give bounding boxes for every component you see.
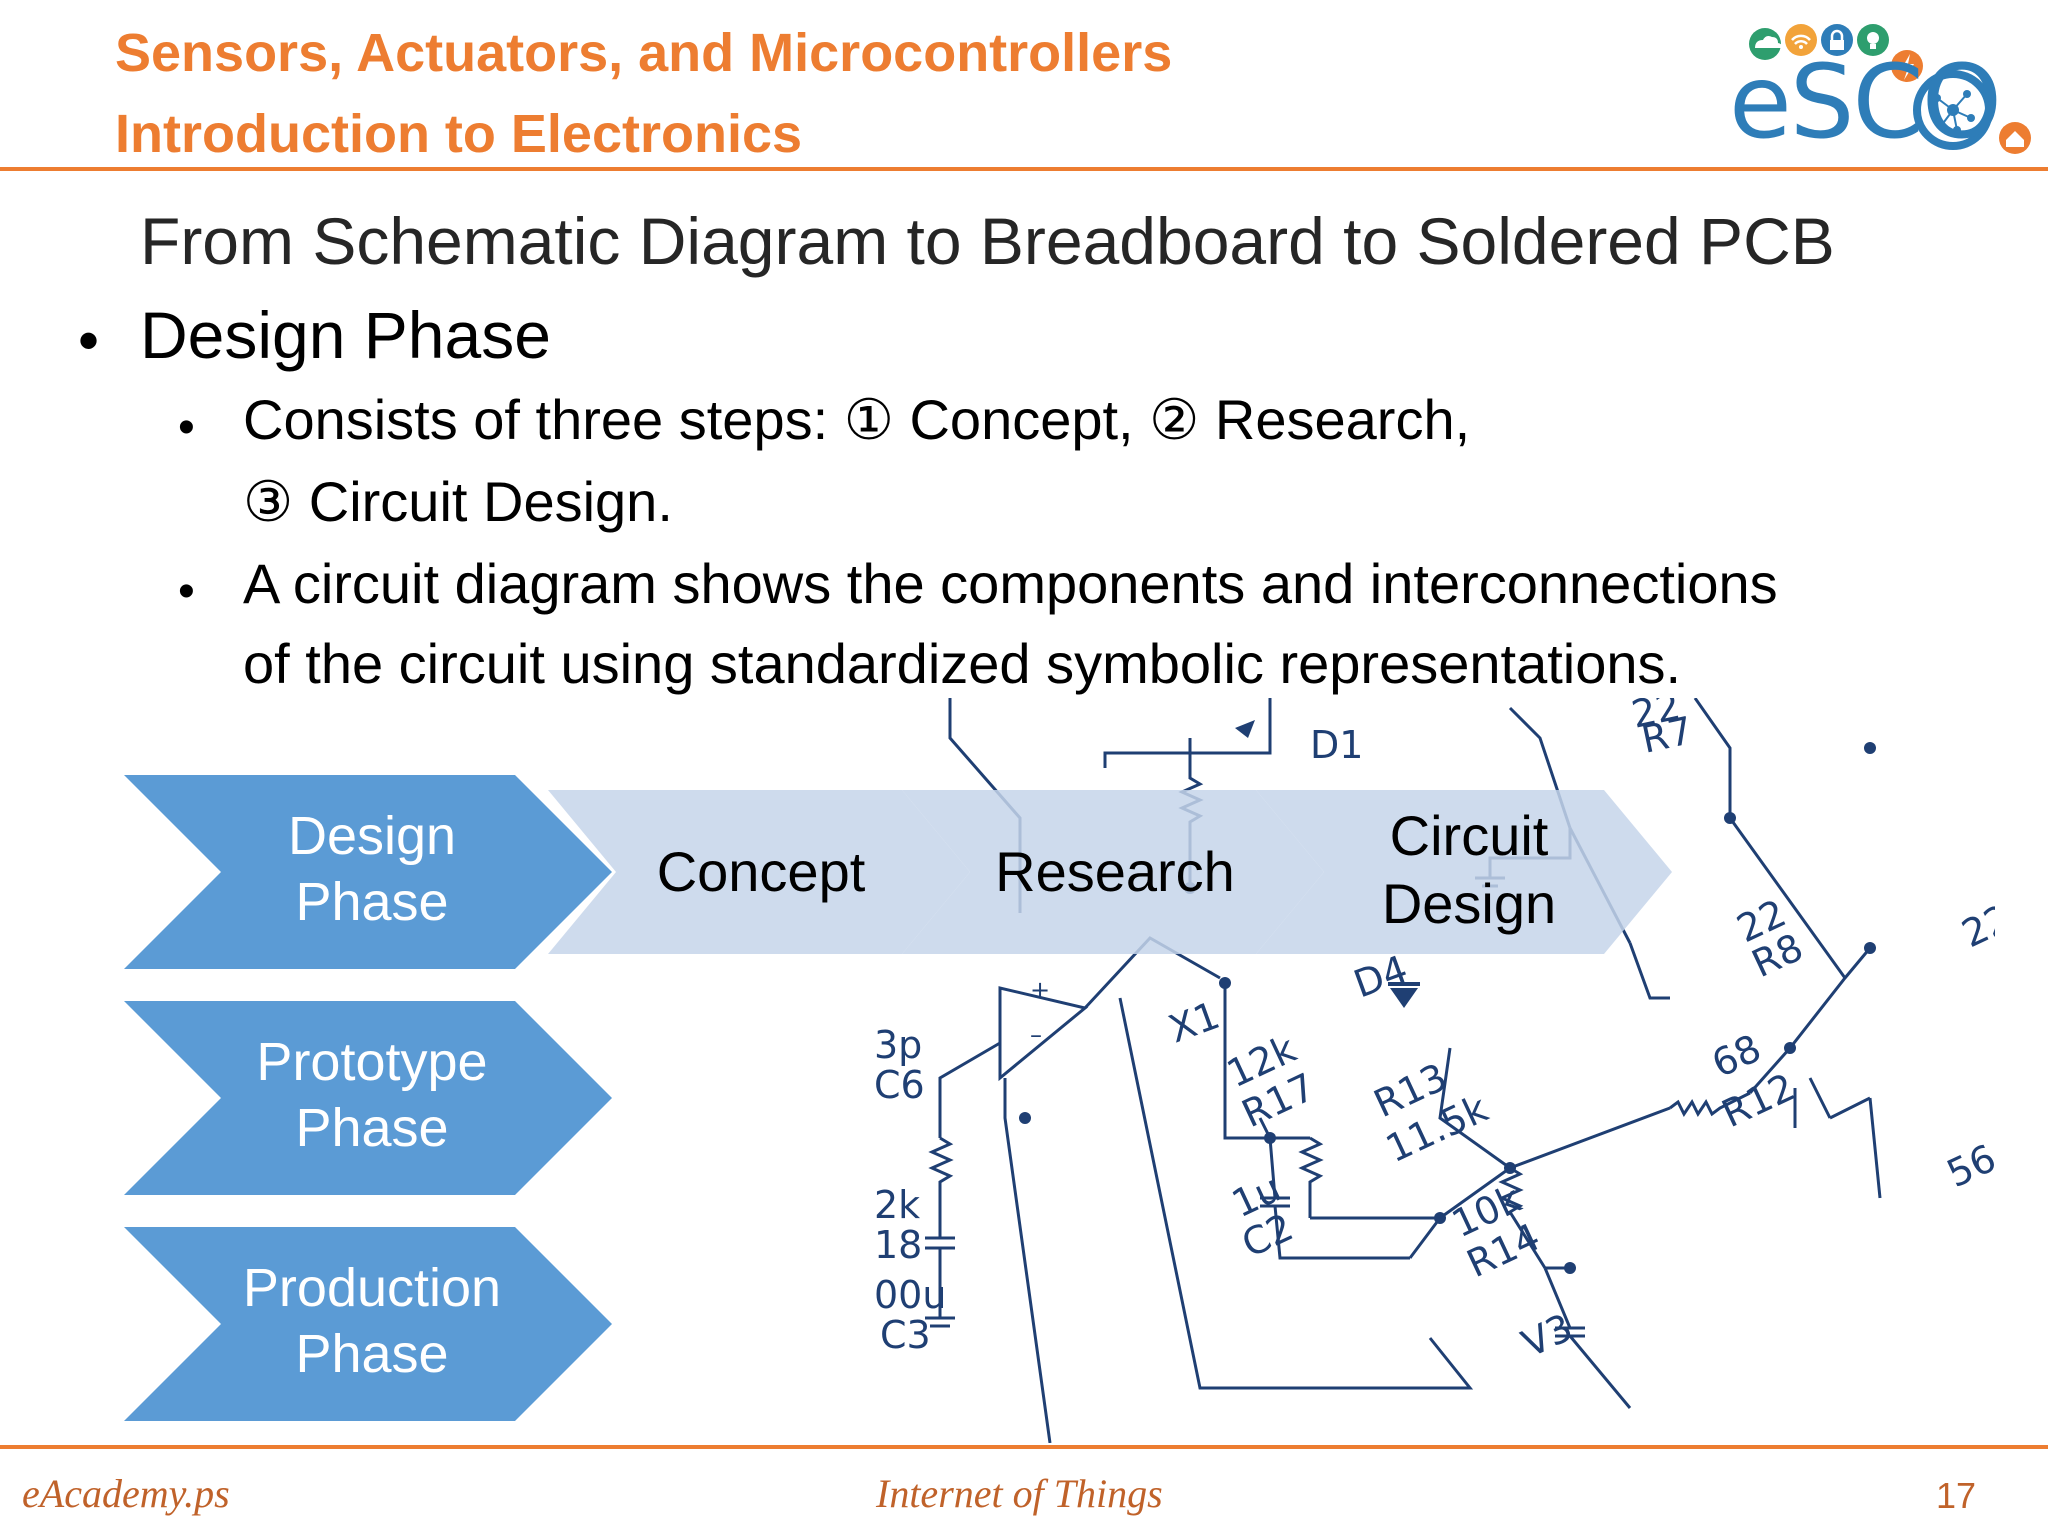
network-icon — [1913, 70, 1993, 150]
home-icon — [1999, 122, 2031, 154]
lightning-icon — [1891, 50, 1923, 82]
step-concept-label: Concept — [656, 840, 866, 903]
production-phase-label: Production Phase — [217, 1256, 527, 1388]
design-phase-label: Design Phase — [217, 804, 527, 936]
label-c3: C3 — [880, 1313, 931, 1357]
wifi-icon — [1785, 24, 1817, 56]
production-phase-label-line1: Production — [242, 1258, 502, 1318]
sub-bullet-diagram-line2: of the circuit using standardized symbol… — [243, 632, 1682, 695]
sub-bullet-steps-line2: ③ Circuit Design. — [243, 470, 673, 533]
bullet-marker: • — [178, 401, 195, 454]
sub-bullet-diagram-line1: A circuit diagram shows the components a… — [243, 552, 1778, 615]
step-circuit-design-line2: Design — [1381, 872, 1557, 936]
cloud-icon — [1749, 28, 1783, 60]
bullet-marker: • — [178, 565, 195, 618]
lock-icon — [1821, 24, 1853, 56]
label-d1: D1 — [1310, 723, 1363, 767]
step-circuit-design-line1: Circuit — [1389, 804, 1549, 867]
label-c6-value: 3p — [874, 1023, 922, 1067]
label-r7: R7 — [1638, 708, 1697, 762]
label-r18: 18 — [874, 1223, 922, 1267]
lightbulb-icon — [1857, 24, 1889, 56]
circuit-schematic-image: D1 22 R7 D4 X1 22 R8 22 3p C6 12k R17 R1… — [874, 698, 1995, 1443]
slide-title: From Schematic Diagram to Breadboard to … — [140, 204, 1835, 278]
bullet-design-phase: Design Phase — [140, 298, 551, 372]
label-r18-value: 2k — [874, 1183, 920, 1227]
label-r15-value: 56 — [1940, 1136, 1995, 1196]
page-number: 17 — [1936, 1475, 1977, 1516]
header-rule — [0, 167, 2048, 171]
step-research-label: Research — [995, 840, 1235, 903]
label-c6: C6 — [874, 1063, 925, 1107]
prototype-phase-label-line1: Prototype — [256, 1032, 488, 1092]
label-r9-value: 22 — [1955, 896, 1995, 956]
design-phase-label-line1: Design — [287, 806, 457, 866]
label-opamp-plus: + — [1030, 976, 1050, 1004]
label-x1: X1 — [1163, 993, 1225, 1052]
bullet-marker: • — [78, 307, 100, 374]
step-circuit-design-label: Circuit Design — [1319, 802, 1619, 939]
header-subtitle: Introduction to Electronics — [115, 104, 803, 164]
sub-bullet-steps-line1: Consists of three steps: ① Concept, ② Re… — [243, 388, 1471, 451]
label-opamp-minus: – — [1030, 1021, 1042, 1049]
design-phase-label-line2: Phase — [295, 871, 449, 932]
footer-rule — [0, 1445, 2048, 1449]
logo-text: eSCO — [1729, 43, 2002, 162]
prototype-phase-label: Prototype Phase — [217, 1030, 527, 1162]
footer-course: Internet of Things — [876, 1471, 1163, 1516]
header-title: Sensors, Actuators, and Microcontrollers — [115, 23, 1173, 83]
esco-logo: eSCO — [1725, 14, 2045, 164]
production-phase-label-line2: Phase — [295, 1323, 449, 1384]
logo-icons — [1749, 24, 2031, 154]
label-c3-value: 00u — [874, 1273, 946, 1317]
footer-site: eAcademy.ps — [22, 1471, 230, 1516]
label-v3: V3 — [1515, 1305, 1579, 1366]
prototype-phase-label-line2: Phase — [295, 1097, 449, 1158]
